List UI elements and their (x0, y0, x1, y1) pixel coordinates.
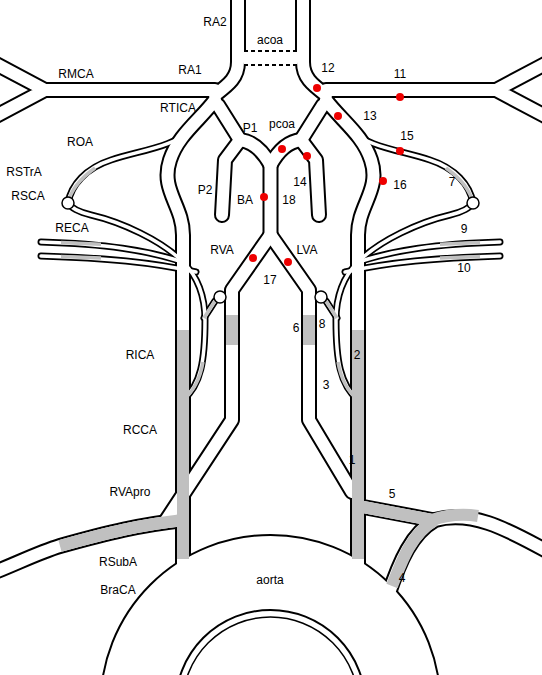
vessel-label: BraCA (100, 584, 135, 596)
callout-number: 9 (461, 223, 468, 235)
aorta-inner-wall (183, 617, 359, 675)
aorta-inner-wall (176, 610, 366, 675)
aorta-arch (101, 535, 441, 675)
vessel-label: RTICA (160, 102, 196, 114)
vessel-label: RSTrA (6, 166, 42, 178)
callout-number: 18 (282, 194, 295, 206)
shaded-segment (352, 330, 364, 559)
vessel-lumen (0, 0, 542, 596)
stenosis-marker (278, 145, 286, 153)
acoa-lumen (244, 51, 297, 65)
small-vessel-lumen (41, 128, 232, 400)
anastomosis-circle (62, 197, 479, 303)
vessel-label: BA (237, 194, 253, 206)
small-vessel-lumen (41, 128, 500, 400)
anastomosis-circle (62, 197, 74, 209)
callout-number: 14 (293, 176, 306, 188)
acoa-dashed-wall (244, 64, 297, 66)
stenosis-marker (334, 112, 342, 120)
vessel-label: RVA (210, 244, 234, 256)
vessel-label: RSCA (11, 190, 44, 202)
callout-number: 2 (354, 349, 361, 361)
callout-number: 11 (394, 68, 406, 80)
shaded-small-segment (326, 168, 480, 400)
vessel-wall (0, 160, 542, 596)
callout-number: 12 (321, 62, 334, 74)
acoa-dashed-wall (244, 51, 297, 65)
anastomosis-circle (214, 291, 226, 303)
stenosis-marker (260, 193, 268, 201)
callout-number: 8 (319, 318, 326, 330)
vessel-wall (0, 0, 542, 596)
stenosis-marker (249, 84, 404, 266)
stenosis-marker (284, 258, 292, 266)
shaded-segment (60, 520, 183, 546)
callout-number: 17 (263, 274, 276, 286)
vessel-label: RCCA (123, 424, 157, 436)
callout-number: 4 (399, 572, 406, 584)
vessel-label: RSubA (99, 556, 137, 568)
small-vessel-wall (41, 128, 232, 400)
stenosis-marker (379, 177, 387, 185)
callout-number: 7 (449, 176, 456, 188)
shaded-small-segment (61, 168, 480, 400)
vessel-label: RA2 (203, 16, 226, 28)
callout-number: 5 (389, 488, 396, 500)
callout-number: 6 (293, 322, 300, 334)
callout-number: 3 (323, 379, 330, 391)
shaded-segment (60, 315, 478, 586)
stenosis-marker (396, 93, 404, 101)
callout-number: 16 (393, 179, 406, 191)
stenosis-marker (396, 147, 404, 155)
shaded-segment (226, 315, 238, 345)
vessel-label: P1 (243, 122, 258, 134)
vessel-label: pcoa (269, 118, 295, 130)
vessel-label: RMCA (58, 68, 93, 80)
vessel-label: RICA (126, 349, 155, 361)
vessel-label: RA1 (178, 64, 201, 76)
shaded-small-segment (61, 168, 215, 400)
small-vessel-lumen (309, 128, 500, 400)
stenosis-marker (249, 254, 257, 262)
vessel-label: aorta (256, 574, 283, 586)
callout-number: 10 (457, 262, 470, 274)
callout-number: 13 (363, 110, 376, 122)
vessel-label: RVApro (110, 486, 151, 498)
vessel-label: LVA (297, 244, 318, 256)
vessel-label: P2 (198, 184, 213, 196)
shaded-segment (392, 520, 435, 586)
acoa-dashed-wall (244, 50, 297, 52)
callout-number: 1 (349, 454, 356, 466)
vessel-label: RECA (55, 222, 88, 234)
vessel-lumen (0, 160, 542, 596)
vessel-label: ROA (67, 136, 93, 148)
anastomosis-circle (467, 197, 479, 209)
small-vessel-wall (309, 128, 500, 400)
anastomosis-circle (315, 291, 327, 303)
shaded-segment (358, 506, 478, 520)
callout-number: 15 (400, 130, 413, 142)
stenosis-marker (303, 152, 311, 160)
shaded-segment (303, 315, 315, 345)
vessel-label: acoa (257, 34, 283, 46)
stenosis-marker (313, 84, 321, 92)
